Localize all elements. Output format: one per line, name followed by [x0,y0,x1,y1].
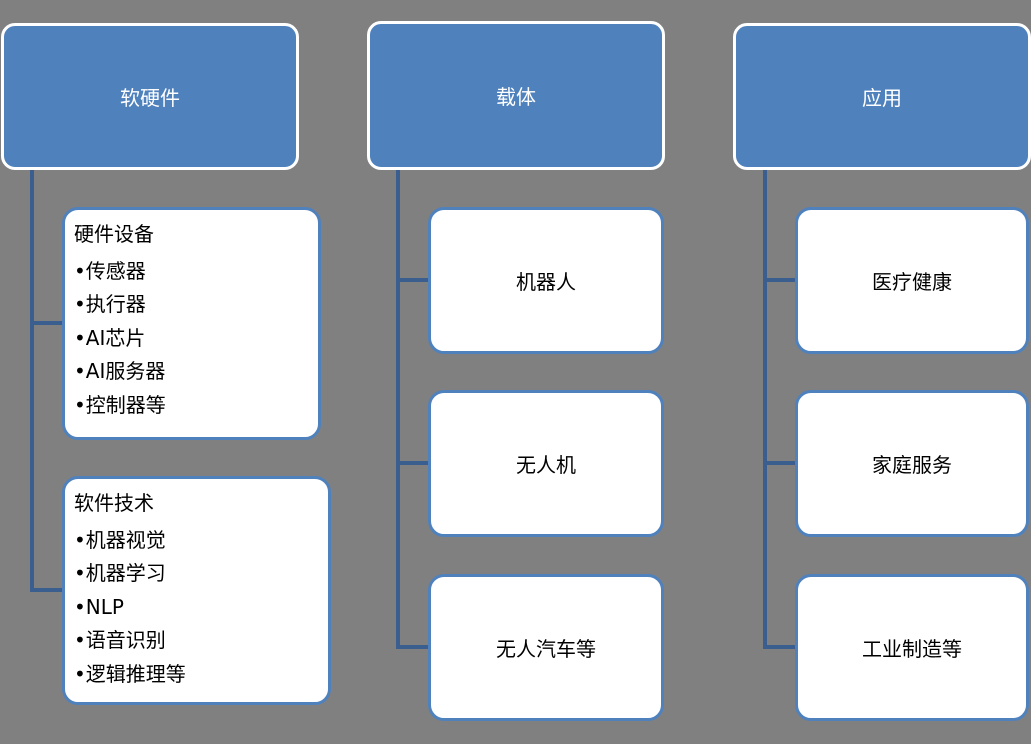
node-label: 机器人 [516,270,576,294]
node-label: 无人机 [516,453,576,477]
header-label: 应用 [862,86,902,110]
node-home-service: 家庭服务 [795,390,1029,537]
node-healthcare: 医疗健康 [795,207,1029,354]
group-software: 软件技术 机器视觉 机器学习 NLP 语音识别 逻辑推理等 [62,476,331,705]
node-industrial-manufacturing: 工业制造等 [795,574,1029,721]
header-carrier: 载体 [367,21,665,170]
header-label: 载体 [496,85,536,109]
list-item: 机器学习 [74,557,328,591]
group-hardware: 硬件设备 传感器 执行器 AI芯片 AI服务器 控制器等 [62,207,321,440]
list-item: 控制器等 [74,389,318,423]
list-item: AI服务器 [74,355,318,389]
header-software-hardware: 软硬件 [1,23,299,170]
node-label: 工业制造等 [862,637,962,661]
node-label: 医疗健康 [872,270,952,294]
list-item: NLP [74,591,328,625]
node-robot: 机器人 [428,207,664,354]
list-item: 执行器 [74,288,318,322]
node-label: 家庭服务 [872,453,952,477]
list-item: 传感器 [74,255,318,289]
list-item: 逻辑推理等 [74,658,328,692]
node-label: 无人汽车等 [496,637,596,661]
node-driverless-car: 无人汽车等 [428,574,664,721]
node-drone: 无人机 [428,390,664,537]
list-item: AI芯片 [74,322,318,356]
list-item: 语音识别 [74,624,328,658]
group-title: 硬件设备 [74,222,154,246]
list-item: 机器视觉 [74,524,328,558]
header-label: 软硬件 [120,86,180,110]
header-application: 应用 [733,23,1031,170]
group-title: 软件技术 [74,491,154,515]
